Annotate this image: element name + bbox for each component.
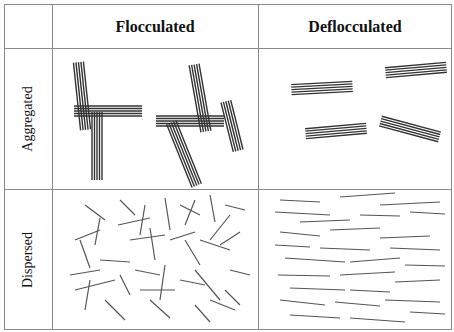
aggregated-flocculated-stacks	[73, 62, 243, 188]
dispersed-deflocculated-particles	[275, 193, 445, 322]
row-header: Aggregated	[20, 86, 36, 151]
row-header: Dispersed	[20, 232, 36, 288]
aggregated-deflocculated-stacks	[291, 62, 447, 141]
table-grid	[5, 5, 452, 330]
column-header: Flocculated	[115, 18, 194, 36]
column-header: Deflocculated	[308, 18, 401, 36]
dispersed-flocculated-particles	[70, 195, 250, 322]
